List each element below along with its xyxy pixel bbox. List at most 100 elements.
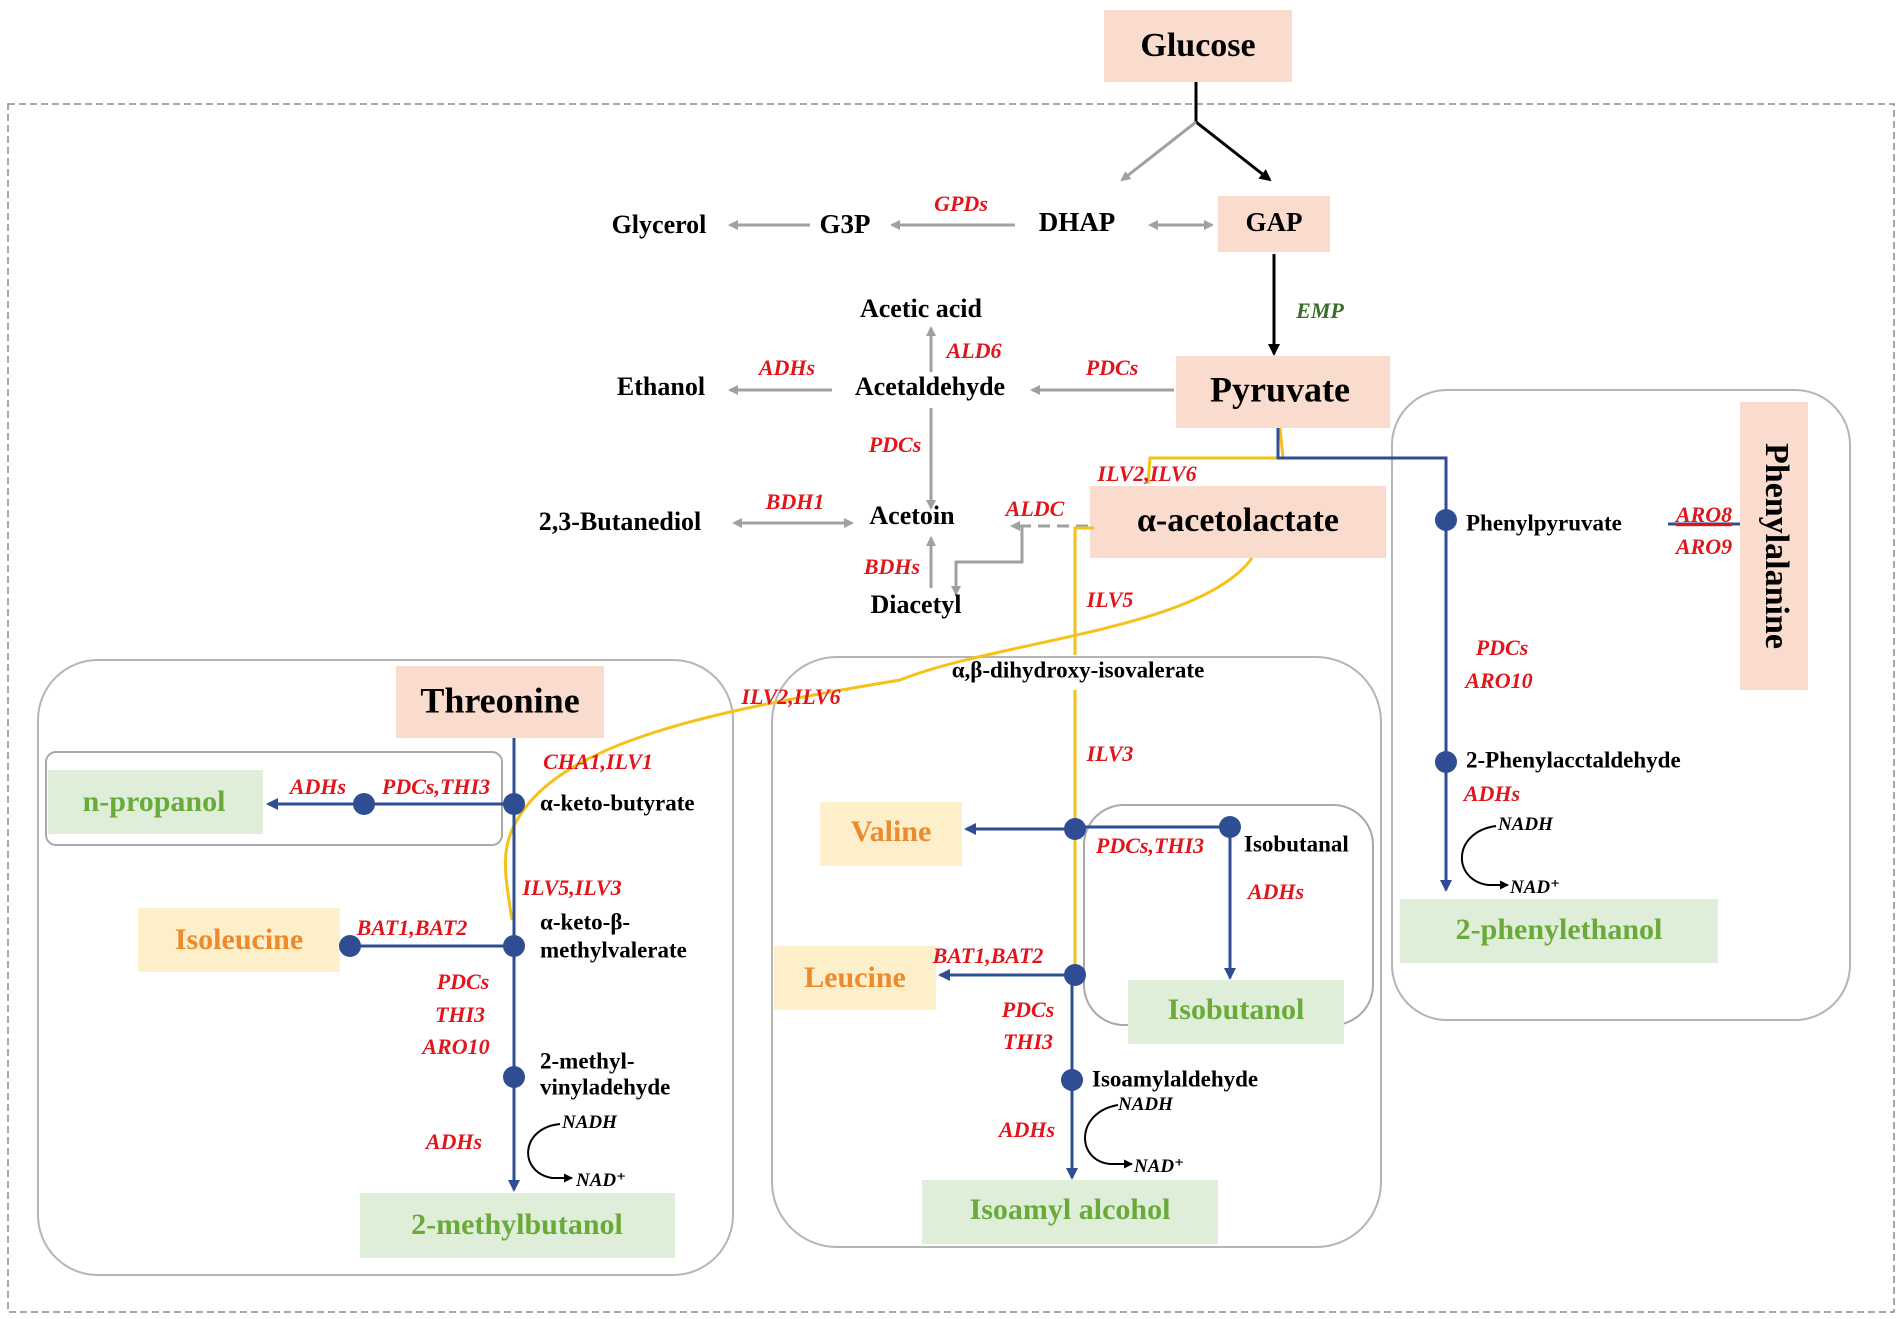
n-propanol-group-box bbox=[45, 751, 503, 846]
acetolactate-label: α-acetolactate bbox=[1137, 502, 1339, 539]
phenylalanine-box bbox=[1740, 402, 1808, 690]
threonine-group-box bbox=[37, 659, 734, 1276]
blue-pyruvate-to-phenyl bbox=[1276, 428, 1452, 892]
enzyme-pdcs-mid: PDCs bbox=[1001, 997, 1055, 1022]
node-dot-ketobutyrate bbox=[503, 793, 525, 815]
enzyme-pdcs-pyruvate: PDCs bbox=[1085, 355, 1139, 380]
phenylpyruvate-label: Phenylpyruvate bbox=[1466, 510, 1622, 535]
enzyme-aro10-left: ARO10 bbox=[420, 1034, 489, 1059]
enzyme-gpds: GPDs bbox=[934, 191, 988, 216]
isoleucine-label: Isoleucine bbox=[175, 923, 303, 956]
acetolactate-box bbox=[1090, 486, 1386, 558]
isoamyl-alcohol-box bbox=[922, 1180, 1218, 1244]
phenylalanine-label: Phenylalanine bbox=[1758, 443, 1795, 649]
enzyme-adhs-propanol: ADHs bbox=[288, 774, 346, 799]
yellow-acetolactate-to-ketobutyrate bbox=[503, 557, 1254, 921]
node-dot-isoamylaldehyde bbox=[1061, 1069, 1083, 1091]
enzyme-adhs-right: ADHs bbox=[1462, 781, 1520, 806]
nadh-right: NADH bbox=[1497, 814, 1554, 835]
enzyme-pdcs-thi3-isobutanal: PDCs,THI3 bbox=[1095, 833, 1204, 858]
glucose-label: Glucose bbox=[1140, 27, 1255, 64]
butanediol-label: 2,3-Butanediol bbox=[539, 507, 702, 536]
node-dot-methylvinyl bbox=[503, 1066, 525, 1088]
enzyme-aro9: ARO9 bbox=[1674, 534, 1732, 559]
acetaldehyde-label: Acetaldehyde bbox=[855, 372, 1005, 401]
n-propanol-box bbox=[48, 770, 263, 834]
enzyme-pdcs-acetoin: PDCs bbox=[868, 432, 922, 457]
glycerol-label: Glycerol bbox=[612, 210, 707, 239]
node-dot-leucine bbox=[1064, 964, 1086, 986]
g3p-label: G3P bbox=[820, 209, 871, 239]
enzyme-ilv5: ILV5 bbox=[1086, 587, 1134, 612]
ketomethyl-label-1: α-keto-β- bbox=[540, 909, 630, 934]
threonine-box bbox=[396, 666, 604, 738]
phenylethanol-box bbox=[1400, 899, 1718, 963]
enzyme-pdcs-right: PDCs bbox=[1475, 635, 1529, 660]
nad-mid: NAD⁺ bbox=[1133, 1156, 1184, 1177]
enzyme-thi3-mid: THI3 bbox=[1003, 1029, 1053, 1054]
enzyme-aro10-right: ARO10 bbox=[1463, 668, 1532, 693]
n-propanol-label: n-propanol bbox=[83, 785, 226, 818]
phenylacetaldehyde-label: 2-Phenylacctaldehyde bbox=[1466, 747, 1681, 772]
nadh-curve-right bbox=[1461, 825, 1509, 890]
enzyme-pdcs-thi3-propanol: PDCs,THI3 bbox=[381, 774, 490, 799]
ethanol-label: Ethanol bbox=[617, 372, 705, 401]
isobutanol-box bbox=[1128, 980, 1344, 1044]
enzyme-adhs-mid: ADHs bbox=[997, 1117, 1055, 1142]
enzyme-pdcs-left: PDCs bbox=[436, 969, 490, 994]
enzyme-adhs-left: ADHs bbox=[424, 1129, 482, 1154]
enzyme-ilv5-ilv3: ILV5,ILV3 bbox=[521, 875, 621, 900]
enzyme-cha1-ilv1: CHA1,ILV1 bbox=[543, 749, 653, 774]
node-dot-ketomethyl bbox=[503, 935, 525, 957]
isobutanol-label: Isobutanol bbox=[1168, 993, 1305, 1026]
ketobutyrate-label: α-keto-butyrate bbox=[540, 790, 695, 815]
dhap-label: DHAP bbox=[1039, 207, 1116, 237]
node-dot-phenylpyruvate bbox=[1435, 509, 1457, 531]
arrow-glucose-to-gap bbox=[1195, 120, 1272, 182]
dihydroxy-label: α,β-dihydroxy-isovalerate bbox=[952, 657, 1205, 682]
nadh-mid: NADH bbox=[1117, 1094, 1174, 1115]
enzyme-adhs-isobutanol: ADHs bbox=[1246, 879, 1304, 904]
nadh-curve-left bbox=[527, 1123, 573, 1183]
valine-leucine-group-box bbox=[771, 656, 1382, 1248]
isoleucine-box bbox=[138, 908, 340, 972]
enzyme-ilv2-ilv6-top: ILV2,ILV6 bbox=[1096, 461, 1196, 486]
acetic-acid-label: Acetic acid bbox=[860, 294, 983, 323]
yellow-pyruvate-to-acetolactate bbox=[1146, 427, 1285, 485]
glucose-box bbox=[1104, 10, 1292, 82]
phenylalanine-group-box bbox=[1391, 389, 1851, 1021]
isoamylaldehyde-label: Isoamylaldehyde bbox=[1092, 1066, 1258, 1091]
methylvinyl-label-1: 2-methyl- bbox=[540, 1048, 635, 1073]
valine-label: Valine bbox=[851, 815, 932, 848]
nadh-curve-mid bbox=[1084, 1104, 1133, 1169]
node-dot-propanal bbox=[353, 793, 375, 815]
threonine-label: Threonine bbox=[420, 680, 579, 720]
enzyme-ald6: ALD6 bbox=[945, 338, 1002, 363]
nad-left: NAD⁺ bbox=[575, 1170, 626, 1191]
node-dot-isoleucine bbox=[339, 935, 361, 957]
leucine-label: Leucine bbox=[804, 961, 906, 994]
leucine-box bbox=[774, 946, 936, 1010]
ketomethyl-label-2: methylvalerate bbox=[540, 937, 687, 962]
arrow-acetolactate-to-diacetyl bbox=[951, 526, 1024, 596]
gap-label: GAP bbox=[1246, 207, 1303, 237]
methylbutanol-label: 2-methylbutanol bbox=[411, 1208, 623, 1241]
valine-box bbox=[820, 802, 962, 866]
yellow-acetolactate-to-dihydroxy bbox=[1073, 526, 1094, 655]
arrow-glucose-to-dhap bbox=[1120, 120, 1197, 182]
acetoin-label: Acetoin bbox=[869, 501, 955, 530]
enzyme-adhs-ethanol: ADHs bbox=[757, 355, 815, 380]
phenylethanol-label: 2-phenylethanol bbox=[1456, 913, 1663, 946]
gap-box bbox=[1218, 196, 1330, 252]
enzyme-bat-isoleucine: BAT1,BAT2 bbox=[356, 915, 468, 940]
enzyme-aldc: ALDC bbox=[1004, 496, 1065, 521]
enzyme-aro8: ARO8 bbox=[1674, 502, 1732, 527]
enzyme-bat-leucine: BAT1,BAT2 bbox=[932, 943, 1044, 968]
isoamyl-alcohol-label: Isoamyl alcohol bbox=[970, 1193, 1171, 1226]
enzyme-ilv2-ilv6-left: ILV2,ILV6 bbox=[740, 684, 840, 709]
enzyme-ilv3: ILV3 bbox=[1086, 741, 1134, 766]
nad-right: NAD⁺ bbox=[1509, 877, 1560, 898]
isobutanal-label: Isobutanal bbox=[1244, 831, 1349, 856]
enzyme-thi3-left: THI3 bbox=[435, 1002, 485, 1027]
